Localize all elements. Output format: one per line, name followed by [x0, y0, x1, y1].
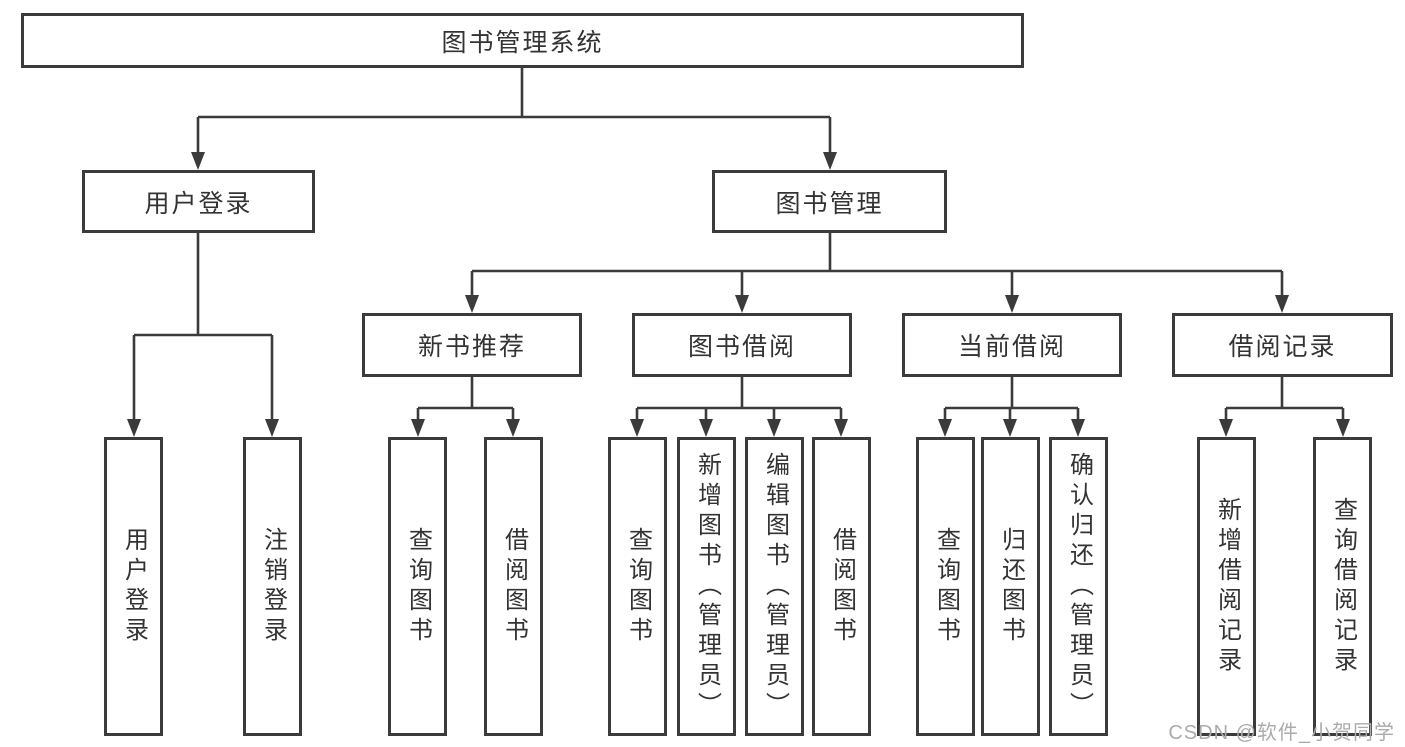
leaf-borrow-book-recommend: 借阅图书: [484, 437, 543, 736]
node-library-management-system: 图书管理系统: [21, 13, 1024, 68]
node-borrowing-records: 借阅记录: [1172, 313, 1393, 377]
leaf-borrow-book: 借阅图书: [812, 437, 871, 736]
node-current-borrowing: 当前借阅: [902, 313, 1122, 377]
node-user-login: 用户登录: [82, 170, 315, 233]
leaf-label: 编辑图书（管理员）: [761, 451, 789, 722]
csdn-watermark: CSDN @软件_小贺同学: [1168, 722, 1395, 744]
leaf-edit-book-admin: 编辑图书（管理员）: [745, 437, 804, 736]
leaf-label: 确认归还（管理员）: [1065, 451, 1093, 722]
node-label: 图书借阅: [687, 333, 796, 361]
leaf-label: 借阅图书: [500, 526, 528, 647]
leaf-query-book-recommend: 查询图书: [388, 437, 447, 736]
leaf-user-login: 用户登录: [104, 437, 163, 736]
leaf-label: 查询图书: [624, 526, 652, 647]
node-label: 图书管理: [775, 189, 884, 218]
leaf-add-borrow-record: 新增借阅记录: [1197, 437, 1256, 736]
leaf-label: 查询借阅记录: [1329, 496, 1357, 677]
leaf-label: 新增图书（管理员）: [693, 451, 721, 722]
node-label: 借阅记录: [1228, 333, 1337, 361]
leaf-query-book-current: 查询图书: [916, 437, 975, 736]
node-new-book-recommend: 新书推荐: [362, 313, 582, 377]
leaf-label: 注销登录: [259, 526, 287, 647]
leaf-add-book-admin: 新增图书（管理员）: [677, 437, 736, 736]
leaf-label: 归还图书: [997, 526, 1025, 647]
node-label: 新书推荐: [417, 333, 526, 361]
leaf-logout-login: 注销登录: [243, 437, 302, 736]
leaf-label: 查询图书: [932, 526, 960, 647]
node-label: 图书管理系统: [441, 28, 604, 57]
leaf-label: 新增借阅记录: [1213, 496, 1241, 677]
leaf-query-book-borrowing: 查询图书: [608, 437, 667, 736]
leaf-label: 借阅图书: [828, 526, 856, 647]
node-book-borrowing: 图书借阅: [632, 313, 852, 377]
leaf-return-book: 归还图书: [981, 437, 1040, 736]
node-label: 用户登录: [144, 189, 253, 218]
leaf-query-borrow-record: 查询借阅记录: [1313, 437, 1372, 736]
node-label: 当前借阅: [957, 333, 1066, 361]
leaf-label: 查询图书: [404, 526, 432, 647]
leaf-label: 用户登录: [120, 526, 148, 647]
node-book-management: 图书管理: [712, 170, 947, 233]
leaf-confirm-return-admin: 确认归还（管理员）: [1049, 437, 1108, 736]
